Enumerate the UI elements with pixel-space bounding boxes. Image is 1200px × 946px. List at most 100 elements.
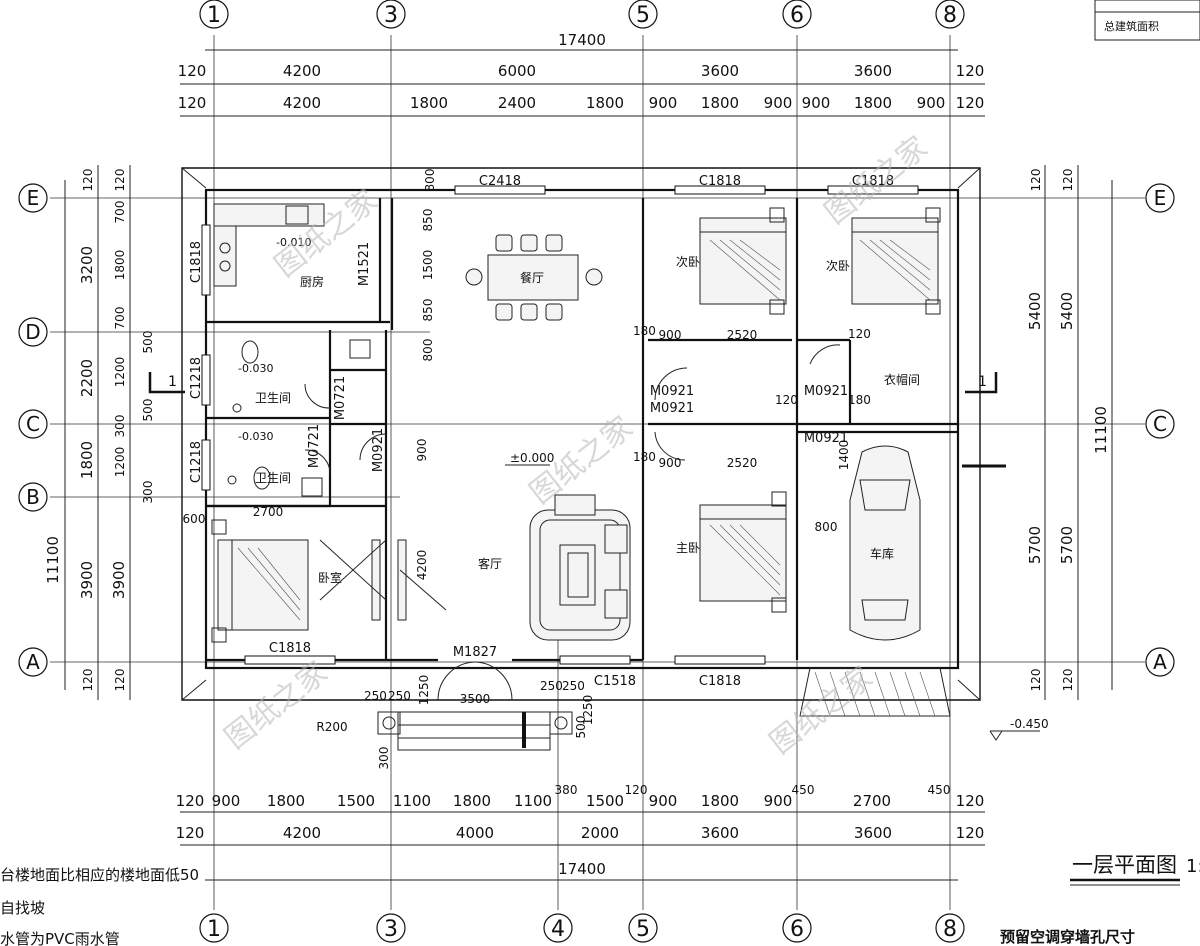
svg-text:800: 800: [423, 169, 437, 192]
bed-master: [699, 491, 787, 613]
svg-text:C1518: C1518: [594, 674, 636, 689]
svg-text:1400: 1400: [837, 440, 851, 471]
window-c1518: [559, 655, 631, 665]
svg-text:380: 380: [555, 783, 578, 797]
svg-text:3900: 3900: [110, 561, 128, 599]
svg-text:120: 120: [1029, 669, 1043, 692]
room-labels: 厨房 餐厅 次卧 次卧 衣帽间 卫生间 卫生间 客厅 主卧 车库 卧室: [255, 255, 920, 585]
svg-text:500: 500: [141, 331, 155, 354]
room-living: 客厅: [478, 556, 502, 571]
svg-text:1800: 1800: [854, 94, 892, 112]
svg-text:1500: 1500: [421, 250, 435, 281]
axis-bottom-1: 1: [207, 917, 221, 942]
svg-text:900: 900: [764, 792, 793, 810]
room-bath1: 卫生间: [255, 391, 291, 405]
svg-text:2520: 2520: [727, 328, 758, 342]
svg-text:800: 800: [815, 520, 838, 534]
axis-left-A: A: [26, 650, 40, 674]
svg-text:180: 180: [848, 393, 871, 407]
axis-top-1: 1: [207, 3, 221, 28]
window-c2418: [454, 185, 546, 195]
svg-text:300: 300: [113, 415, 127, 438]
front-steps: [377, 711, 573, 751]
drawing-title: 一层平面图 1:: [1070, 853, 1200, 886]
title-scale: 1:: [1186, 856, 1200, 877]
svg-text:180: 180: [633, 450, 656, 464]
room-dining: 餐厅: [520, 270, 544, 285]
axis-bottom-8: 8: [943, 917, 957, 942]
svg-text:5400: 5400: [1058, 292, 1076, 330]
bedroom-sliding-door: [319, 539, 447, 621]
svg-text:1800: 1800: [701, 792, 739, 810]
svg-text:3600: 3600: [701, 824, 739, 842]
svg-text:3500: 3500: [460, 692, 491, 706]
svg-text:3200: 3200: [78, 246, 96, 284]
svg-text:1800: 1800: [453, 792, 491, 810]
bottom-dimensions: 120 900 1800 1500 1100 1800 1100 380 150…: [176, 783, 985, 881]
note-line-2: 自找坡: [0, 899, 45, 917]
svg-text:250: 250: [540, 679, 563, 693]
svg-text:M1521: M1521: [357, 242, 372, 286]
svg-text:C1218: C1218: [189, 441, 204, 483]
bottom-axis-markers: 1 3 4 5 6 8: [199, 913, 965, 943]
svg-text:图纸之家: 图纸之家: [763, 660, 879, 761]
svg-text:1500: 1500: [337, 792, 375, 810]
svg-text:180: 180: [633, 324, 656, 338]
svg-text:1200: 1200: [113, 447, 127, 478]
svg-text:C1818: C1818: [269, 641, 311, 656]
svg-text:1100: 1100: [393, 792, 431, 810]
svg-text:C1218: C1218: [189, 357, 204, 399]
axis-bottom-5: 5: [636, 917, 650, 942]
svg-text:C1818: C1818: [852, 174, 894, 189]
exterior-walls: [204, 188, 960, 670]
svg-text:250: 250: [364, 689, 387, 703]
top-axis-markers: 1 3 5 6 8: [199, 0, 965, 29]
svg-text:M0921: M0921: [650, 384, 694, 399]
svg-text:M0921: M0921: [371, 428, 386, 472]
svg-text:900: 900: [764, 94, 793, 112]
svg-text:900: 900: [659, 456, 682, 470]
axis-bottom-6: 6: [790, 917, 804, 942]
axis-left-D: D: [25, 320, 40, 344]
svg-text:3900: 3900: [78, 561, 96, 599]
svg-text:1250: 1250: [581, 695, 595, 726]
window-c1818-bottom: [674, 655, 766, 665]
windows: [201, 185, 919, 665]
bed-bedroom-left: [211, 519, 309, 643]
svg-text:900: 900: [415, 439, 429, 462]
level-living: ±0.000: [510, 451, 554, 465]
axis-right-A: A: [1153, 650, 1167, 674]
svg-text:4000: 4000: [456, 824, 494, 842]
axis-bottom-3: 3: [384, 917, 398, 942]
window-c1818-top1: [674, 185, 766, 195]
small-dimensions: 800 850 1500 850 800 2700 600 900 2520 9…: [183, 169, 871, 770]
svg-text:120: 120: [81, 669, 95, 692]
svg-text:1800: 1800: [701, 94, 739, 112]
dining-table: [465, 234, 603, 321]
door-swings: [304, 344, 841, 701]
svg-text:2700: 2700: [853, 792, 891, 810]
svg-text:850: 850: [421, 209, 435, 232]
svg-text:500: 500: [574, 716, 588, 739]
window-c1818-top2: [827, 185, 919, 195]
section-mark-left: 1: [168, 374, 177, 390]
svg-text:2700: 2700: [253, 505, 284, 519]
svg-text:4200: 4200: [415, 550, 429, 581]
left-notes: 台楼地面比相应的楼地面低50 自找坡 水管为PVC雨水管: [0, 866, 199, 946]
svg-text:C1818: C1818: [699, 674, 741, 689]
axis-top-8: 8: [943, 3, 957, 28]
note-ac-holes: 预留空调穿墙孔尺寸: [1000, 928, 1135, 946]
svg-text:1100: 1100: [514, 792, 552, 810]
svg-text:120: 120: [176, 824, 205, 842]
svg-text:M1827: M1827: [453, 645, 497, 660]
legend-box-label: 总建筑面积: [1104, 19, 1159, 33]
beds: [211, 207, 941, 643]
level-outside: -0.450: [1010, 717, 1049, 731]
note-line-3: 水管为PVC雨水管: [0, 930, 120, 946]
svg-text:5700: 5700: [1058, 526, 1076, 564]
svg-text:120: 120: [178, 62, 207, 80]
svg-text:900: 900: [917, 94, 946, 112]
bed-bedroom2a: [699, 207, 787, 315]
section-marks: 1 1: [148, 372, 1006, 468]
svg-text:R200: R200: [316, 720, 347, 734]
